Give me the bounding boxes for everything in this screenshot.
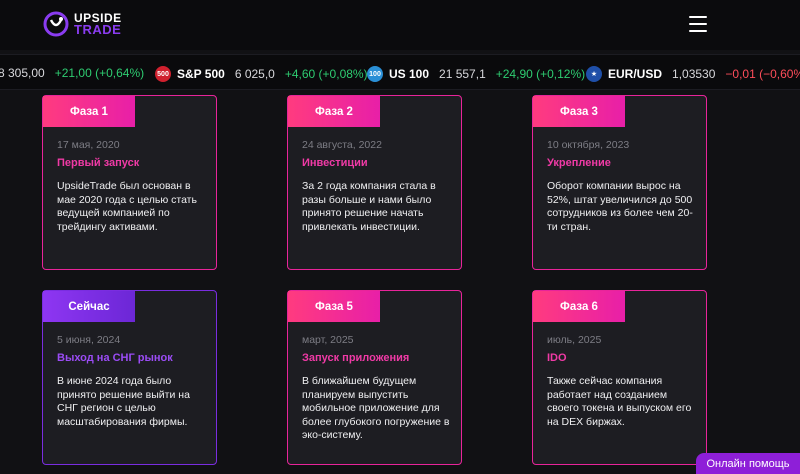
logo-top-text: UPSIDE <box>74 11 122 25</box>
phase-title: IDO <box>547 352 567 364</box>
phase-description: Также сейчас компания работает над созда… <box>547 375 692 428</box>
ticker-change: +24,90 (+0,12%) <box>495 67 586 81</box>
phase-title: Первый запуск <box>57 157 140 169</box>
ticker-change: −0,01 (−0,60%) <box>725 67 800 81</box>
ticker-change: +4,60 (+0,08%) <box>284 67 368 81</box>
market-ticker: 8 305,00 +21,00 (+0,64%) 500 S&P 500 6 0… <box>0 54 800 90</box>
phase-date: март, 2025 <box>302 334 354 346</box>
phase-card-3: Фаза 3 10 октября, 2023 Укрепление Оборо… <box>532 95 707 270</box>
phase-tab: Фаза 1 <box>43 96 135 127</box>
ticker-price: 8 305,00 <box>0 66 45 80</box>
logo[interactable]: UPSIDE TRADE <box>42 9 122 39</box>
phase-tab: Фаза 5 <box>288 291 380 322</box>
phase-tab: Фаза 3 <box>533 96 625 127</box>
phase-date: июль, 2025 <box>547 334 602 346</box>
ticker-item-1[interactable]: 500 S&P 500 6 025,0 +4,60 (+0,08%) <box>155 66 368 82</box>
phase-card-current: Сейчас 5 июня, 2024 Выход на СНГ рынок В… <box>42 290 217 465</box>
phase-description: В ближайшем будущем планируем выпустить … <box>302 375 450 441</box>
ticker-item-2[interactable]: 100 US 100 21 557,1 +24,90 (+0,12%) <box>367 66 585 82</box>
phase-date: 24 августа, 2022 <box>302 139 382 151</box>
phase-card-6: Фаза 6 июль, 2025 IDO Также сейчас компа… <box>532 290 707 465</box>
sp500-badge-icon: 500 <box>155 66 171 82</box>
logo-bottom-text: TRADE <box>74 22 122 37</box>
phase-tab: Фаза 2 <box>288 96 380 127</box>
eur-flag-icon: ★ <box>586 66 602 82</box>
us100-badge-icon: 100 <box>367 66 383 82</box>
ticker-price: 1,03530 <box>672 67 716 81</box>
ticker-item-3[interactable]: ★ EUR/USD 1,03530 −0,01 (−0,60%) <box>586 66 800 82</box>
phase-card-5: Фаза 5 март, 2025 Запуск приложения В бл… <box>287 290 462 465</box>
phase-card-1: Фаза 1 17 мая, 2020 Первый запуск Upside… <box>42 95 217 270</box>
phase-date: 5 июня, 2024 <box>57 334 121 346</box>
site-header: UPSIDE TRADE <box>0 0 800 50</box>
logo-text: UPSIDE TRADE <box>74 12 122 36</box>
phase-title: Укрепление <box>547 157 611 169</box>
ticker-symbol: US 100 <box>389 67 430 81</box>
phase-description: За 2 года компания стала в разы больше и… <box>302 180 436 233</box>
phase-tab: Фаза 6 <box>533 291 625 322</box>
phase-title: Инвестиции <box>302 157 368 169</box>
phase-description: В июне 2024 года было принято решение вы… <box>57 375 190 428</box>
ticker-item-0[interactable]: 8 305,00 +21,00 (+0,64%) <box>0 66 144 80</box>
ticker-price: 6 025,0 <box>234 67 275 81</box>
phase-card-2: Фаза 2 24 августа, 2022 Инвестиции За 2 … <box>287 95 462 270</box>
phase-date: 17 мая, 2020 <box>57 139 120 151</box>
ticker-symbol: EUR/USD <box>608 67 663 81</box>
online-help-button[interactable]: Онлайн помощь <box>696 453 800 474</box>
phase-tab: Сейчас <box>43 291 135 322</box>
logo-mark-icon <box>43 11 69 37</box>
phase-date: 10 октября, 2023 <box>547 139 630 151</box>
ticker-symbol: S&P 500 <box>177 67 225 81</box>
phase-title: Запуск приложения <box>302 352 410 364</box>
phase-description: Оборот компании вырос на 52%, штат увели… <box>547 180 693 233</box>
phase-description: UpsideTrade был основан в мае 2020 года … <box>57 180 197 233</box>
ticker-change: +21,00 (+0,64%) <box>54 66 145 80</box>
ticker-price: 21 557,1 <box>439 67 486 81</box>
phase-title: Выход на СНГ рынок <box>57 352 173 364</box>
hamburger-menu-icon[interactable] <box>689 16 709 32</box>
